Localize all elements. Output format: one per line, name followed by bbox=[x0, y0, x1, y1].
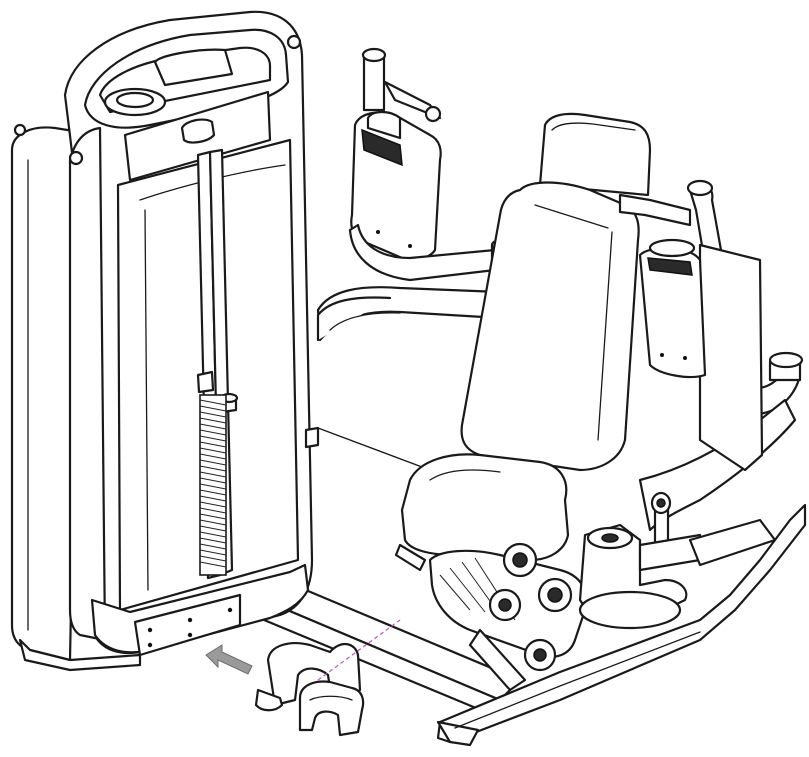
pivot-mechanism bbox=[428, 491, 777, 692]
seat-cushion bbox=[394, 453, 570, 572]
assembly-guide-line bbox=[317, 619, 401, 681]
clamp-bracket-parts bbox=[254, 642, 365, 737]
weight-plates bbox=[199, 394, 227, 576]
assembly-direction-arrow bbox=[205, 644, 253, 675]
floor-base-frame bbox=[238, 503, 807, 747]
seat-backrest bbox=[460, 112, 692, 472]
diagonal-rod bbox=[317, 427, 431, 471]
weight-stack-tower bbox=[10, 10, 320, 672]
right-rear-column bbox=[638, 238, 764, 472]
